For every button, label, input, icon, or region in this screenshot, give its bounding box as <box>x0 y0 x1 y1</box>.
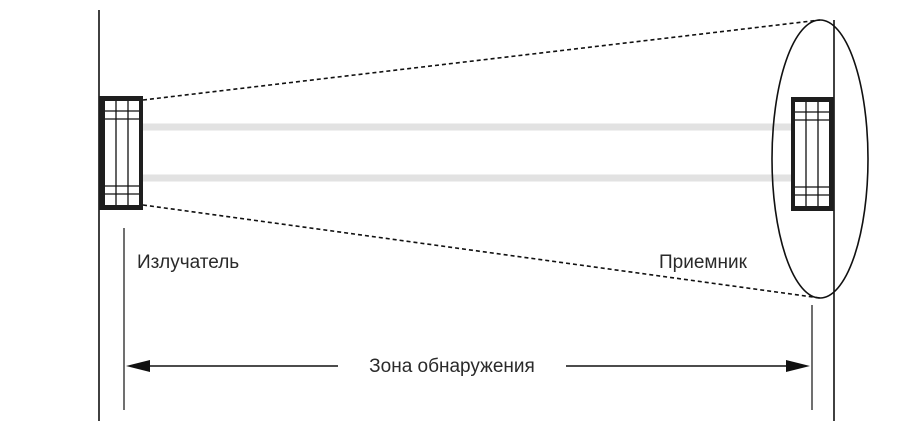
receiver-device <box>791 97 834 211</box>
coverage-line-lower <box>142 204 821 299</box>
emitter-label: Излучатель <box>137 252 239 273</box>
receiver-coverage-ellipse <box>771 19 869 299</box>
receiver-label: Приемник <box>659 252 748 273</box>
arrow-left-icon <box>126 360 150 372</box>
detection-zone-label: Зона обнаружения <box>369 356 535 377</box>
coverage-line-upper <box>142 19 821 101</box>
arrow-right-icon <box>786 360 810 372</box>
emitter-device <box>99 96 143 210</box>
detection-zone-dimension <box>126 360 810 372</box>
